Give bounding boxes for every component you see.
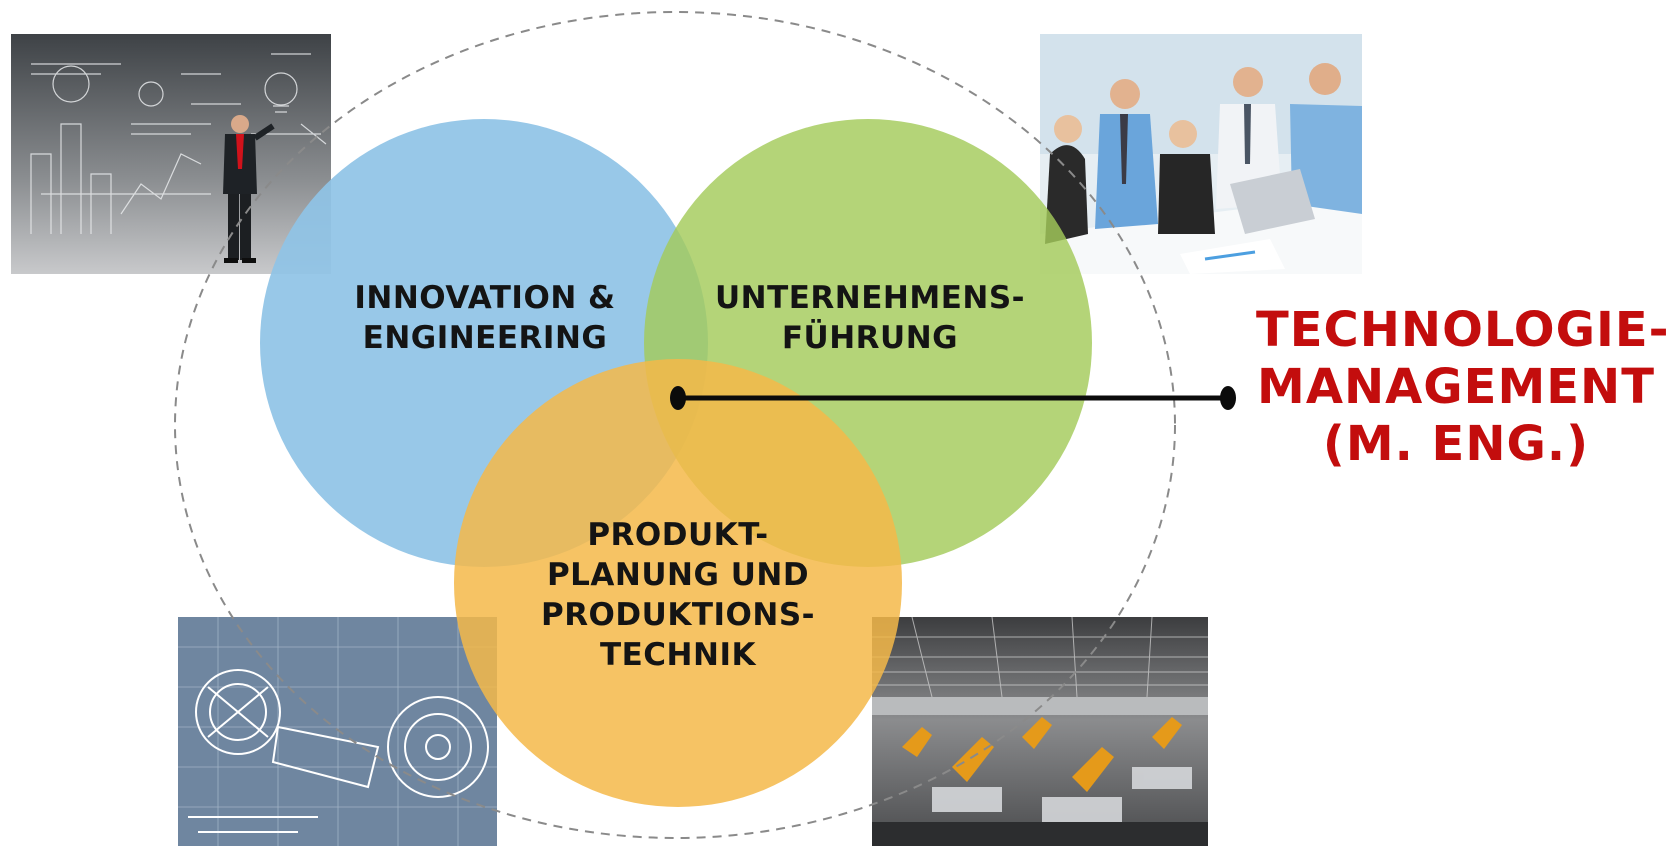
program-title-line: MANAGEMENT xyxy=(1257,359,1655,415)
label-innovation-engineering: INNOVATION & ENGINEERING xyxy=(330,278,640,358)
photo-team-meeting xyxy=(1040,34,1362,274)
photo-idea-sketches xyxy=(11,34,331,274)
photo-blueprint xyxy=(178,617,497,846)
label-line: FÜHRUNG xyxy=(781,320,959,356)
label-line: PRODUKT- xyxy=(587,517,769,553)
label-line: INNOVATION & xyxy=(354,280,616,316)
program-title-line: TECHNOLOGIE- xyxy=(1256,302,1668,358)
connector-dot-left xyxy=(670,386,686,410)
label-line: PRODUKTIONS- xyxy=(540,597,816,633)
label-line: UNTERNEHMENS- xyxy=(714,280,1026,316)
circle-production xyxy=(454,359,902,807)
connector-dot-right xyxy=(1220,386,1236,410)
program-title: TECHNOLOGIE- MANAGEMENT (M. ENG.) xyxy=(1256,302,1668,473)
photo-factory xyxy=(872,617,1208,846)
label-line: ENGINEERING xyxy=(362,320,608,356)
label-unternehmensfuehrung: UNTERNEHMENS- FÜHRUNG xyxy=(700,278,1040,358)
label-line: TECHNIK xyxy=(599,637,757,673)
dashed-outer-ellipse xyxy=(174,11,1176,839)
label-line: PLANUNG UND xyxy=(546,557,810,593)
label-produktplanung: PRODUKT- PLANUNG UND PRODUKTIONS- TECHNI… xyxy=(520,515,836,675)
program-title-line: (M. ENG.) xyxy=(1322,416,1590,472)
